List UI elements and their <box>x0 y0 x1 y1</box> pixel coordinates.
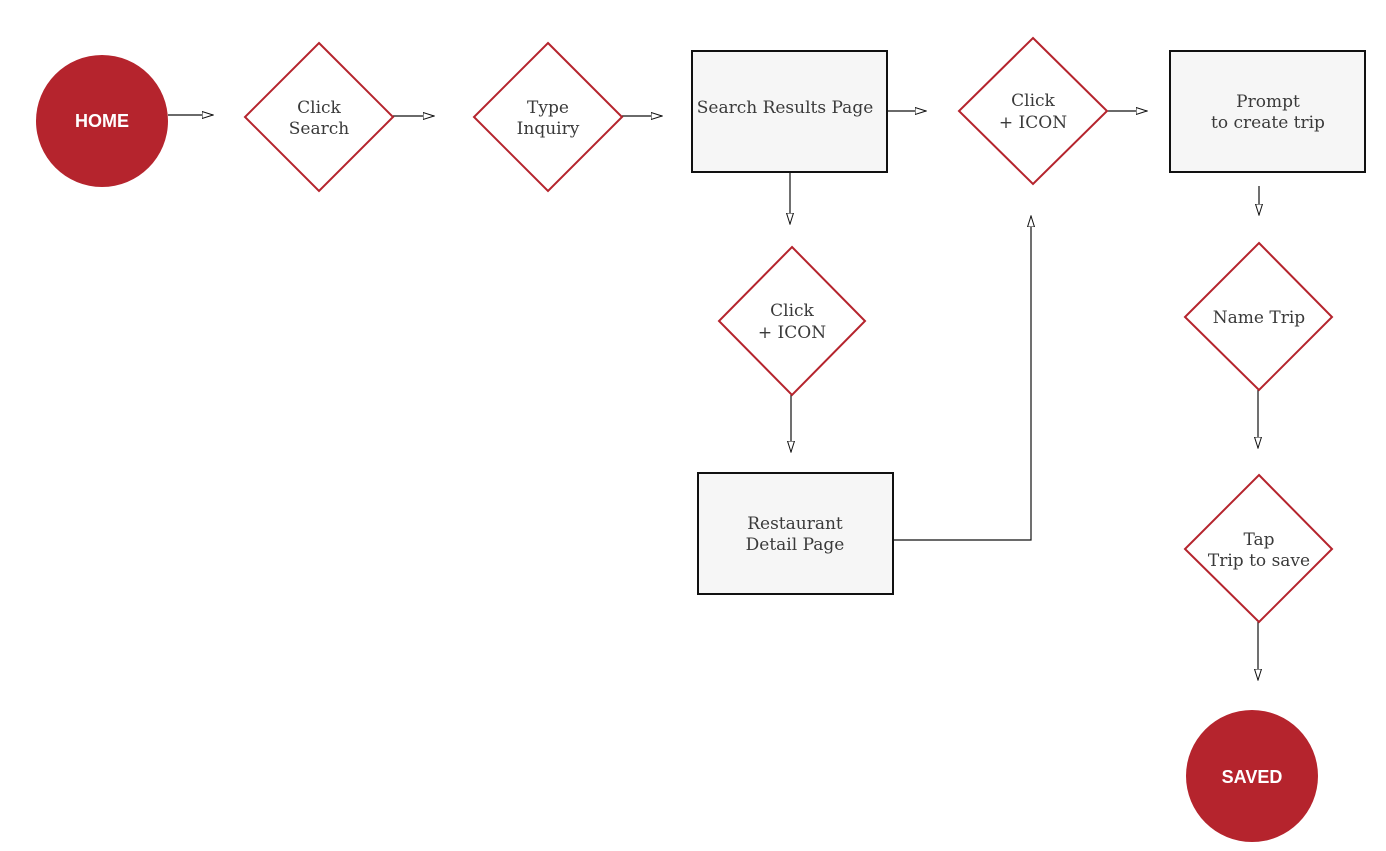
type-inquiry-line2: Inquiry <box>517 119 580 139</box>
name-trip-diamond <box>1183 241 1334 392</box>
type-inquiry-line1: Type <box>527 98 569 118</box>
prompt-create-box <box>1169 50 1366 173</box>
node-click-search: Click Search <box>243 41 395 193</box>
saved-circle <box>1186 710 1318 842</box>
node-saved: SAVED <box>1186 710 1318 842</box>
prompt-create-line2: to create trip <box>1211 113 1325 133</box>
click-search-diamond <box>243 41 395 193</box>
type-inquiry-diamond <box>472 41 624 193</box>
click-search-line2: Search <box>289 119 349 139</box>
restaurant-detail-line1: Restaurant <box>747 514 843 534</box>
node-type-inquiry: Type Inquiry <box>472 41 624 193</box>
search-results-label: Search Results Page <box>697 98 874 118</box>
home-circle <box>36 55 168 187</box>
arrow-restaurant-to-click-icon <box>894 216 1031 541</box>
node-prompt-create-trip: Prompt to create trip <box>1169 50 1366 173</box>
search-results-box <box>691 50 888 173</box>
tap-trip-line1: Tap <box>1243 530 1274 550</box>
click-icon-top-diamond <box>957 36 1109 186</box>
prompt-create-line1: Prompt <box>1236 92 1300 112</box>
node-search-results: Search Results Page <box>691 50 888 173</box>
click-search-line1: Click <box>297 98 341 118</box>
node-home: HOME <box>36 55 168 187</box>
name-trip-label: Name Trip <box>1213 308 1305 328</box>
node-click-icon-mid: Click + ICON <box>717 245 867 397</box>
saved-label: SAVED <box>1222 767 1283 787</box>
home-label: HOME <box>75 111 129 131</box>
node-click-icon-top: Click + ICON <box>957 36 1109 186</box>
tap-trip-line2: Trip to save <box>1208 551 1310 571</box>
node-tap-trip: Tap Trip to save <box>1183 473 1334 624</box>
tap-trip-diamond <box>1183 473 1334 624</box>
node-name-trip: Name Trip <box>1183 241 1334 392</box>
restaurant-detail-box <box>697 472 894 595</box>
node-restaurant-detail: Restaurant Detail Page <box>697 472 894 595</box>
restaurant-detail-line2: Detail Page <box>746 535 845 555</box>
click-icon-top-line1: Click <box>1011 91 1055 111</box>
click-icon-mid-line2: + ICON <box>758 323 826 343</box>
click-icon-top-line2: + ICON <box>999 113 1067 133</box>
connectors <box>168 111 1259 680</box>
click-icon-mid-diamond <box>717 245 867 397</box>
click-icon-mid-line1: Click <box>770 301 814 321</box>
